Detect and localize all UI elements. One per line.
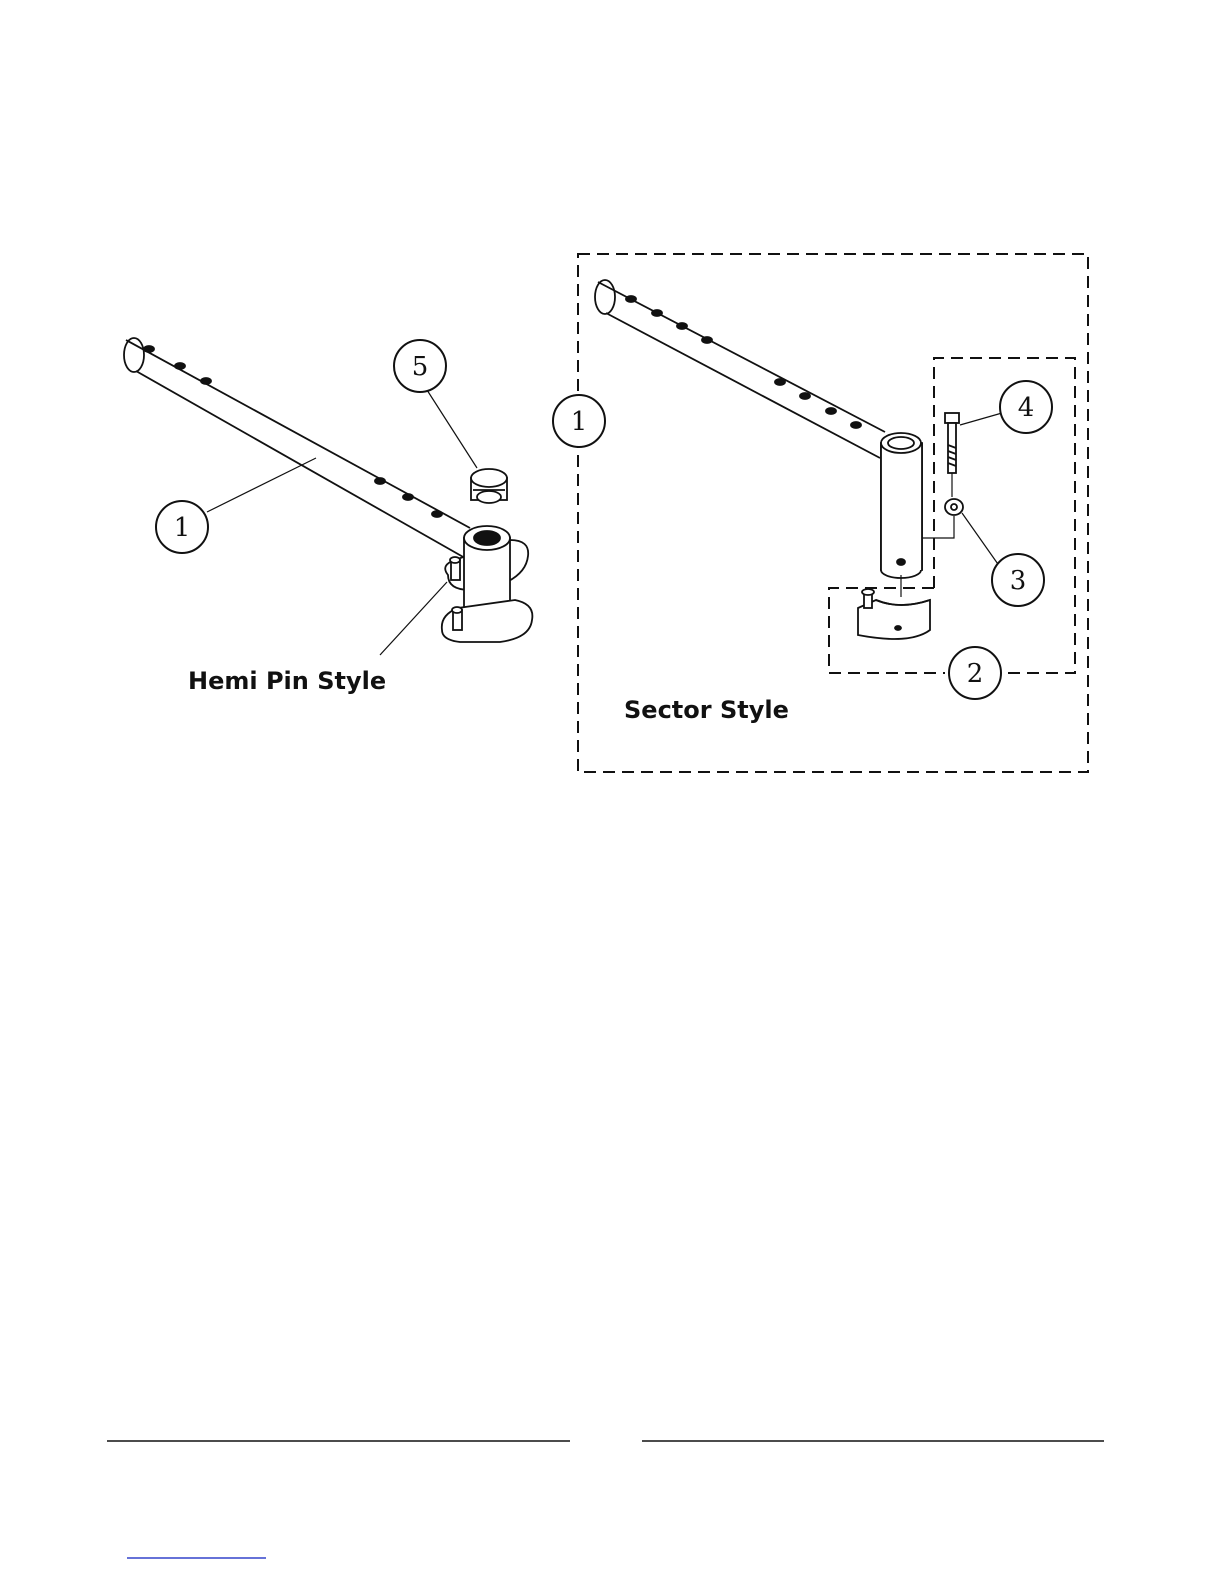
svg-text:1: 1 [571, 407, 588, 437]
sector-leader-4 [960, 413, 1002, 425]
svg-text:1: 1 [174, 513, 191, 543]
hemi-post [442, 526, 533, 642]
hemi-leader-5 [427, 390, 477, 468]
callout-hemi-1: 1 [156, 501, 208, 553]
callout-sector-2: 2 [949, 647, 1001, 699]
svg-text:5: 5 [412, 352, 429, 382]
svg-text:3: 3 [1010, 566, 1027, 596]
hemi-leader-caption [380, 582, 447, 655]
svg-text:4: 4 [1018, 393, 1035, 423]
sector-post [881, 433, 922, 597]
sector-tube [595, 280, 885, 458]
callout-sector-1: 1 [553, 395, 605, 447]
callout-sector-3: 3 [992, 554, 1044, 606]
callout-hemi-5: 5 [394, 340, 446, 392]
callout-sector-4: 4 [1000, 381, 1052, 433]
sector-assembly [595, 280, 1002, 639]
svg-text:2: 2 [967, 659, 984, 689]
sector-bolt [945, 413, 959, 497]
caption-sector-style: Sector Style [624, 696, 789, 724]
hemi-leader-1 [207, 458, 316, 512]
hemi-cap [471, 469, 507, 503]
sector-block [858, 589, 930, 639]
sector-leader-3 [962, 513, 1000, 567]
sector-washer [922, 499, 963, 538]
caption-hemi-pin-style: Hemi Pin Style [188, 667, 386, 695]
hemi-pin-assembly [124, 338, 532, 655]
sector-outer-frame [578, 254, 1088, 772]
